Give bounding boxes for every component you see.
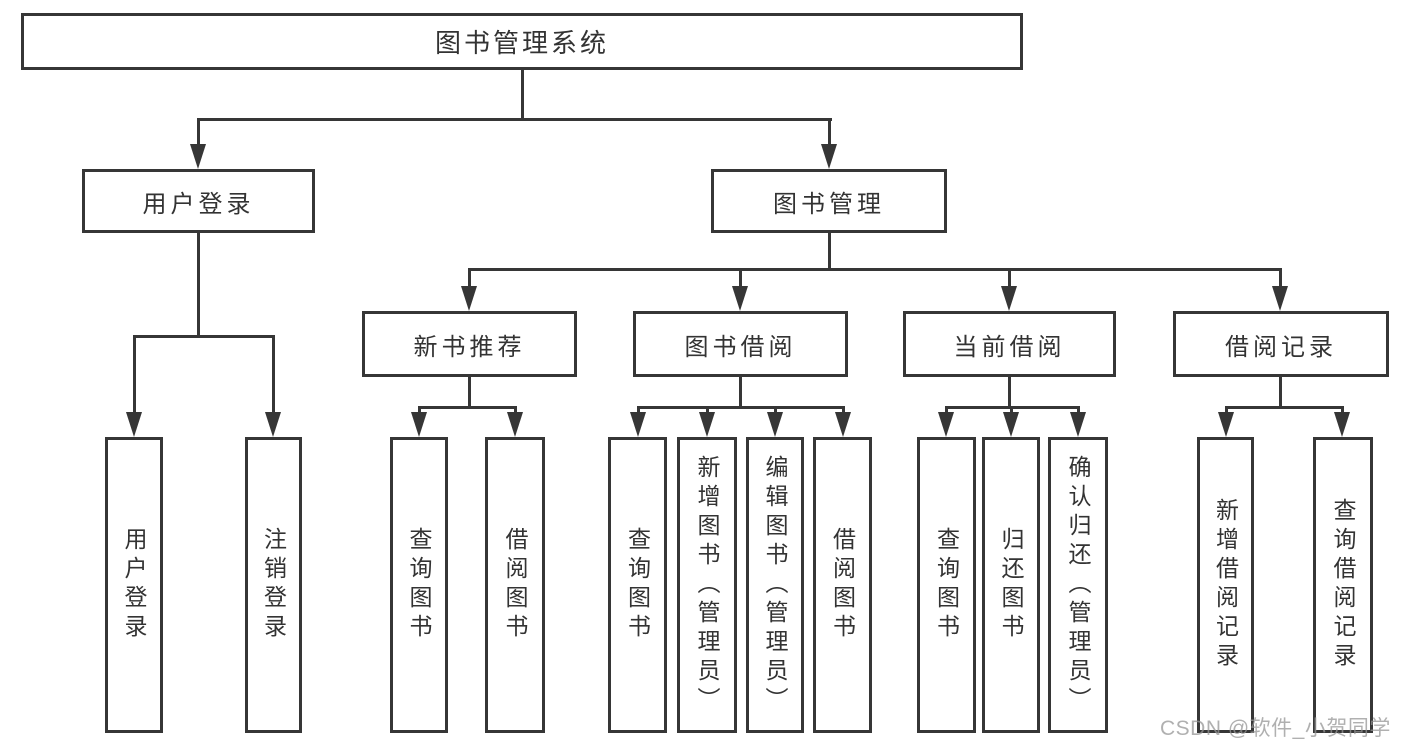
arrow-down-icon	[698, 412, 715, 437]
arrow-down-icon	[265, 412, 281, 437]
csdn-watermark: CSDN @软件_小贺同学	[1160, 717, 1391, 740]
arrow-down-icon	[190, 144, 206, 169]
node-library-system: 图书管理系统	[21, 13, 1023, 70]
connector-current-stem	[1008, 375, 1011, 408]
connector-leaf-stem	[1009, 406, 1013, 415]
connector-leaf-stem	[1076, 406, 1080, 415]
arrow-down-icon	[1002, 412, 1019, 437]
node-user-login-label: 用户登录	[142, 190, 255, 218]
node-book-borrowing-label: 图书借阅	[684, 333, 797, 361]
leaf-query-books-label: 查询图书	[406, 527, 432, 643]
arrow-down-icon	[629, 412, 646, 437]
connector-stem-new-book	[468, 268, 471, 290]
connector-records-stem	[1279, 375, 1282, 408]
connector-borrow-stem	[739, 375, 742, 408]
leaf-return-book: 归还图书	[982, 437, 1040, 733]
leaf-add-borrow-record: 新增借阅记录	[1197, 437, 1254, 733]
node-new-book-recommend-label: 新书推荐	[413, 333, 526, 361]
connector-root-fork	[197, 118, 832, 121]
connector-records-fork	[1224, 406, 1344, 409]
connector-leaf-stem	[774, 406, 777, 415]
leaf-query-books-label: 查询图书	[933, 527, 960, 643]
connector-stem-book-borrow	[739, 268, 742, 290]
leaf-borrow-books-label: 借阅图书	[502, 527, 528, 643]
connector-leaf-stem	[1224, 406, 1228, 415]
node-borrowing-records: 借阅记录	[1173, 311, 1389, 377]
connector-newbook-fork	[417, 406, 517, 409]
connector-stem-borrow-records	[1279, 268, 1282, 290]
connector-leaf-stem	[841, 406, 845, 415]
connector-leaf-stem	[705, 406, 709, 415]
node-book-management: 图书管理	[711, 169, 947, 233]
leaf-confirm-return-admin-label: 确认归还（管理员）	[1065, 454, 1091, 716]
arrow-down-icon	[1217, 412, 1234, 437]
leaf-edit-book-admin-label: 编辑图书（管理员）	[762, 454, 788, 716]
connector-stem-book-mgmt	[827, 118, 831, 148]
connector-user-stem	[197, 231, 200, 338]
connector-leaf-stem	[513, 406, 517, 415]
node-book-management-label: 图书管理	[773, 190, 885, 218]
arrow-down-icon	[125, 412, 142, 437]
leaf-confirm-return-admin: 确认归还（管理员）	[1048, 437, 1108, 733]
node-new-book-recommend: 新书推荐	[362, 311, 577, 377]
arrow-down-icon	[461, 286, 477, 311]
leaf-logout: 注销登录	[245, 437, 302, 733]
connector-root-stem	[520, 68, 524, 120]
leaf-add-book-admin-label: 新增图书（管理员）	[694, 454, 720, 716]
arrow-down-icon	[732, 286, 748, 311]
arrow-down-icon	[820, 144, 837, 169]
node-borrowing-records-label: 借阅记录	[1225, 333, 1337, 361]
arrow-down-icon	[834, 412, 851, 437]
arrow-down-icon	[1272, 286, 1288, 311]
node-current-borrowing: 当前借阅	[903, 311, 1116, 377]
leaf-add-book-admin: 新增图书（管理员）	[677, 437, 737, 733]
leaf-return-book-label: 归还图书	[998, 527, 1024, 643]
arrow-down-icon	[506, 412, 523, 437]
leaf-borrow-books-borrow: 借阅图书	[813, 437, 872, 733]
connector-stem-leaf-user-login	[132, 335, 136, 415]
node-library-system-label: 图书管理系统	[434, 28, 609, 58]
arrow-down-icon	[1334, 412, 1350, 437]
leaf-add-borrow-record-label: 新增借阅记录	[1212, 498, 1239, 672]
leaf-user-login: 用户登录	[105, 437, 163, 733]
leaf-logout-label: 注销登录	[260, 527, 287, 643]
node-user-login: 用户登录	[82, 169, 315, 233]
connector-leaf-stem	[636, 406, 640, 415]
connector-stem-user-login	[197, 118, 200, 148]
connector-stem-leaf-logout	[272, 335, 275, 415]
connector-leaf-stem	[1341, 406, 1344, 415]
arrow-down-icon	[1001, 286, 1017, 311]
leaf-query-books-label: 查询图书	[624, 527, 651, 643]
leaf-query-borrow-record-label: 查询借阅记录	[1330, 498, 1356, 672]
connector-stem-current-borrow	[1008, 268, 1011, 290]
leaf-query-books-current: 查询图书	[917, 437, 976, 733]
arrow-down-icon	[767, 412, 783, 437]
arrow-down-icon	[410, 412, 427, 437]
node-book-borrowing: 图书借阅	[633, 311, 848, 377]
leaf-borrow-books-newbook: 借阅图书	[485, 437, 545, 733]
leaf-edit-book-admin: 编辑图书（管理员）	[746, 437, 804, 733]
connector-borrow-fork	[636, 406, 845, 409]
connector-leaf-stem	[945, 406, 948, 415]
connector-leaf-stem	[417, 406, 421, 415]
node-current-borrowing-label: 当前借阅	[953, 333, 1066, 361]
arrow-down-icon	[938, 412, 954, 437]
leaf-query-borrow-record: 查询借阅记录	[1313, 437, 1373, 733]
leaf-user-login-label: 用户登录	[121, 527, 147, 643]
connector-newbook-stem	[468, 375, 471, 408]
connector-level3-fork	[468, 268, 1282, 271]
leaf-borrow-books-label: 借阅图书	[829, 527, 856, 643]
leaf-query-books-newbook: 查询图书	[390, 437, 448, 733]
leaf-query-books-borrow: 查询图书	[608, 437, 667, 733]
connector-user-fork	[132, 335, 275, 338]
connector-mgmt-stem	[827, 231, 831, 271]
arrow-down-icon	[1069, 412, 1086, 437]
